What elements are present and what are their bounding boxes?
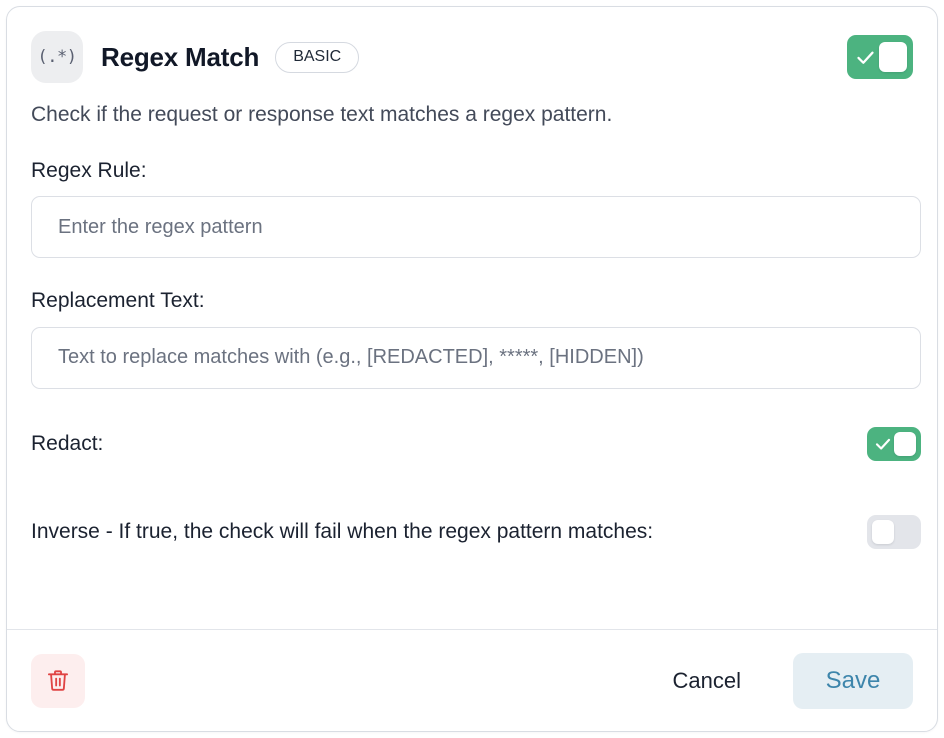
card-footer: Cancel Save [7,629,937,731]
regex-icon-glyph: (.*) [37,47,77,67]
check-icon [857,51,874,64]
row-redact: Redact: [31,426,921,461]
inverse-label: Inverse - If true, the check will fail w… [31,520,654,544]
regex-rule-label: Regex Rule: [31,159,147,183]
row-inverse: Inverse - If true, the check will fail w… [31,514,921,549]
replacement-text-input[interactable] [31,326,921,389]
regex-rule-input[interactable] [31,196,921,259]
save-button[interactable]: Save [793,652,913,709]
delete-button[interactable] [31,653,85,708]
toggle-knob [894,431,916,456]
enable-toggle[interactable] [847,35,913,79]
card-description: Check if the request or response text ma… [31,103,613,126]
card-header: (.*) Regex Match BASIC [31,29,913,85]
regex-match-card: (.*) Regex Match BASIC Check if the requ… [6,6,938,732]
card-body: (.*) Regex Match BASIC Check if the requ… [7,7,937,629]
status-badge: BASIC [275,41,360,73]
redact-label: Redact: [31,432,104,456]
regex-icon: (.*) [31,31,83,83]
check-icon [875,438,891,450]
field-regex-rule: Regex Rule: [31,158,921,259]
toggle-knob [872,519,894,544]
redact-toggle[interactable] [867,426,921,461]
page-title: Regex Match [101,41,260,72]
cancel-button[interactable]: Cancel [657,658,757,704]
trash-icon [47,670,69,691]
replacement-text-label: Replacement Text: [31,289,205,313]
field-replacement-text: Replacement Text: [31,288,921,389]
toggle-knob [879,42,907,72]
inverse-toggle[interactable] [867,514,921,549]
